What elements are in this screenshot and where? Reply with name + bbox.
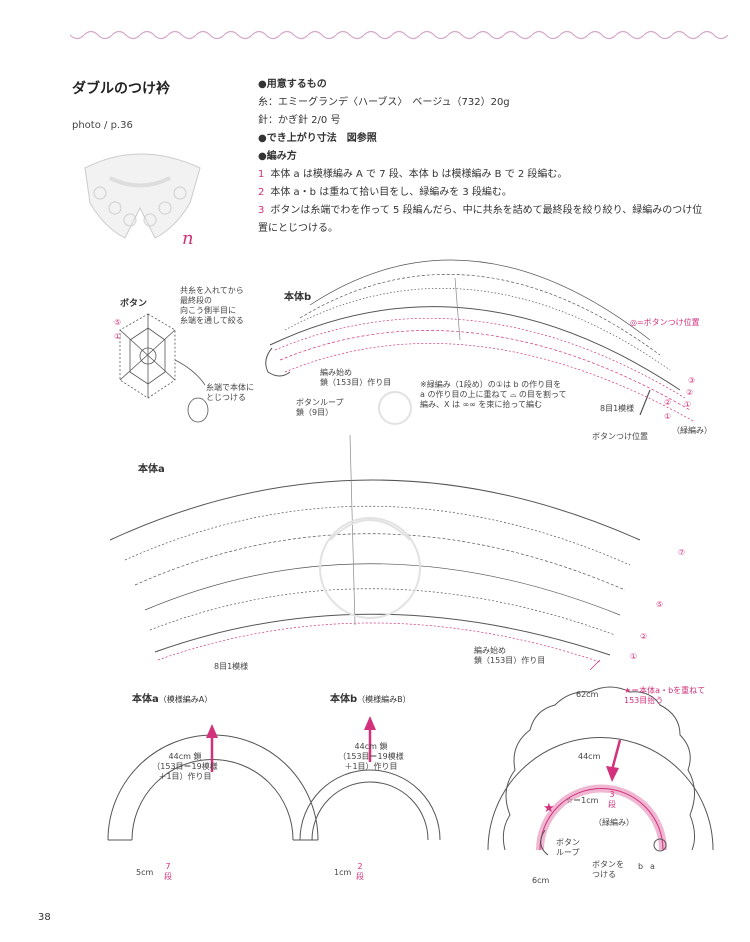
finished-size: ●でき上がり寸法 図参照: [258, 133, 377, 144]
schematic-b-center: 44cm 鎖（153目＝19模様＋1目）作り目: [338, 742, 404, 771]
body-a-row-1: ①: [630, 652, 638, 661]
photo-reference: photo / p.36: [72, 120, 133, 131]
body-a-label: 本体a: [138, 464, 165, 475]
collar-photo: [84, 153, 201, 239]
schematic-b: [299, 716, 441, 841]
schematic-a-center: 44cm 鎖（153目＝19模様＋1目）作り目: [152, 752, 218, 781]
body-b-repeat: 8目1模様: [600, 404, 635, 413]
page-number: 38: [38, 912, 51, 923]
schematic-c: [487, 686, 714, 856]
schematic-c-bottom: 6cm: [532, 876, 550, 885]
button-note-2: 糸端で本体にとじつける: [206, 383, 254, 402]
watermark: [319, 391, 421, 619]
button-row-1: ①: [114, 332, 122, 341]
button-chart: [119, 313, 209, 423]
button-label: ボタン: [120, 299, 148, 309]
schematic-c-b: b: [638, 862, 644, 871]
body-a-start: 編み始め鎖（153目）作り目: [474, 646, 546, 665]
schematic-b-width: 1cm: [334, 868, 352, 877]
body-a-row-2: ②: [640, 632, 648, 641]
schematic-a: [107, 724, 319, 841]
body-b-row-3: ③: [688, 376, 696, 385]
body-b-chart: [265, 259, 696, 423]
body-b-loop: ボタンループ鎖（9目）: [296, 398, 344, 417]
schematic-c-edge-label: （緑編み）: [594, 818, 634, 827]
schematic-c-edge: ☆＝1cm: [566, 796, 599, 805]
materials-heading: ●用意するもの: [258, 79, 327, 90]
button-note-1: 共糸を入れてから最終段の向こう側半目に糸端を通して絞る: [180, 286, 244, 325]
schematic-c-inner: 44cm: [578, 752, 601, 761]
star-mark: ★: [543, 801, 555, 816]
body-b-row-2b: ②: [664, 398, 672, 407]
method-heading: ●編み方: [258, 151, 297, 162]
body-b-button-pos: ◎=ボタンつけ位置: [630, 318, 700, 327]
schematic-c-button: ボタンをつける: [592, 860, 624, 879]
schematic-c-a: a: [650, 862, 655, 871]
body-b-button-pos-2: ボタンつけ位置: [592, 432, 648, 441]
body-b-label: 本体b: [284, 292, 312, 303]
body-b-start: 編み始め鎖（153目）作り目: [320, 368, 392, 387]
schematic-c-top: 62cm: [576, 690, 599, 699]
body-b-row-1b: ①: [664, 412, 672, 421]
materials-yarn: 糸：エミーグランデ〈ハーブス〉 ベージュ（732）20g: [258, 97, 510, 108]
schematic-a-width: 5cm: [136, 868, 154, 877]
body-a-chart: [109, 434, 641, 671]
step-3-cont: 置にとじつける。: [258, 223, 338, 234]
page-title: ダブルのつけ衿: [72, 81, 170, 97]
header-ornament: [70, 28, 728, 42]
body-b-row-1: ①: [684, 400, 692, 409]
schematic-c-loop: ボタンループ: [556, 838, 580, 857]
body-a-row-5: ⑤: [656, 600, 664, 609]
schematic-b-title: 本体b（模様編みB）: [330, 694, 411, 705]
button-row-5: ⑤: [114, 318, 122, 327]
body-a-row-7: ⑦: [678, 548, 686, 557]
body-a-repeat: 8目1模様: [214, 662, 249, 671]
schematic-a-title: 本体a（模様編みA）: [132, 694, 213, 705]
body-b-row-2: ②: [686, 388, 694, 397]
materials-hook: 針：かぎ針 2/0 号: [258, 115, 341, 126]
handwritten-mark: n: [182, 228, 194, 249]
body-b-edge: （緑編み）: [672, 426, 712, 435]
